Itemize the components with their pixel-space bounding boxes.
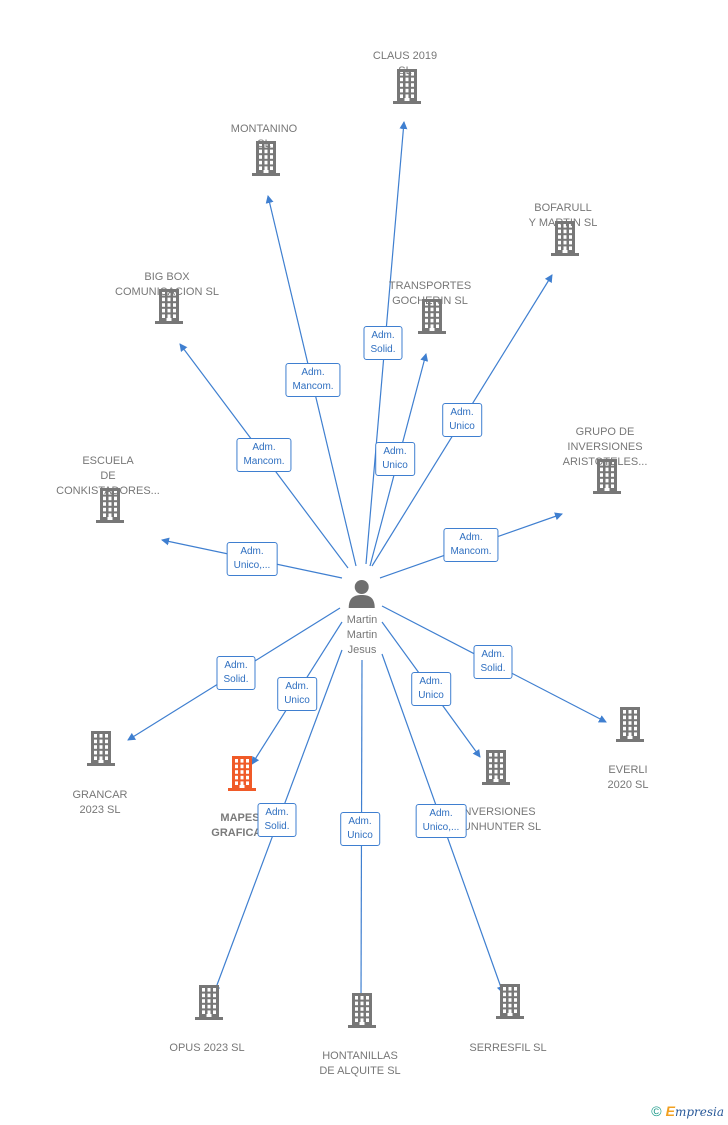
building-icon [87, 731, 115, 766]
company-bigbox-building-icon[interactable] [153, 288, 185, 329]
company-label: GRANCAR 2023 SL [72, 789, 128, 816]
building-icon [616, 707, 644, 742]
company-label: OPUS 2023 SL [169, 1042, 245, 1054]
role-badge-opus[interactable]: Adm. Solid. [257, 803, 297, 837]
building-icon [195, 985, 223, 1020]
building-icon [551, 221, 579, 256]
company-everli-building-icon[interactable] [614, 706, 646, 747]
footer-brand: ©Empresia [651, 1103, 724, 1119]
brand-logo-text: mpresia [674, 1105, 724, 1119]
building-icon [228, 756, 256, 791]
building-icon [96, 488, 124, 523]
company-label: SERRESFIL SL [469, 1042, 547, 1054]
company-montanino-node[interactable]: MONTANINO SL [231, 122, 297, 152]
role-badge-bigbox[interactable]: Adm. Mancom. [236, 438, 292, 472]
role-badge-bofarull[interactable]: Adm. Unico [442, 403, 482, 437]
company-label: INVERSIONES HUNHUNTER SL [454, 806, 542, 833]
building-icon [418, 299, 446, 334]
role-badge-inversiones[interactable]: Adm. Unico [411, 672, 451, 706]
company-grancar-node[interactable]: GRANCAR 2023 SL [72, 788, 127, 818]
building-icon [348, 993, 376, 1028]
role-badge-montanino[interactable]: Adm. Mancom. [285, 363, 341, 397]
company-serresfil-node[interactable]: SERRESFIL SL [469, 1041, 546, 1056]
company-label: MONTANINO SL [230, 123, 298, 150]
brand-logo-letter: E [665, 1103, 675, 1119]
company-inversiones-node[interactable]: INVERSIONES HUNHUNTER SL [455, 805, 541, 835]
role-badge-serresfil[interactable]: Adm. Unico,... [415, 804, 467, 838]
company-label: CLAUS 2019 SL [372, 50, 438, 77]
building-icon [393, 69, 421, 104]
company-hontanillas-building-icon[interactable] [346, 992, 378, 1033]
company-grupo-node[interactable]: GRUPO DE INVERSIONES ARISTOTELES... [563, 425, 648, 470]
role-badge-escuela[interactable]: Adm. Unico,... [226, 542, 278, 576]
building-icon [252, 141, 280, 176]
company-everli-node[interactable]: EVERLI 2020 SL [608, 763, 649, 793]
company-grancar-building-icon[interactable] [85, 730, 117, 771]
company-label: ESCUELA DE CONKISTADORES... [56, 455, 160, 497]
role-badge-everli[interactable]: Adm. Solid. [473, 645, 513, 679]
person-icon [349, 580, 375, 608]
company-bofarull-building-icon[interactable] [549, 220, 581, 261]
company-transportes-building-icon[interactable] [416, 298, 448, 339]
company-label: HONTANILLAS DE ALQUITE SL [319, 1050, 401, 1077]
company-bofarull-node[interactable]: BOFARULL Y MARTIN SL [529, 201, 598, 231]
person-node[interactable]: Martin Martin Jesus [346, 578, 378, 658]
company-label: BOFARULL Y MARTIN SL [528, 202, 598, 229]
copyright-icon: © [651, 1103, 662, 1119]
company-inversiones-building-icon[interactable] [480, 749, 512, 790]
company-mapes-building-icon[interactable] [226, 755, 258, 796]
company-claus-node[interactable]: CLAUS 2019 SL [373, 49, 437, 79]
company-escuela-node[interactable]: ESCUELA DE CONKISTADORES... [56, 454, 160, 499]
company-label: GRUPO DE INVERSIONES ARISTOTELES... [562, 426, 648, 468]
building-icon [496, 984, 524, 1019]
company-mapes-node[interactable]: MAPES GRAFICAS [211, 811, 268, 841]
company-claus-building-icon[interactable] [391, 68, 423, 109]
company-escuela-building-icon[interactable] [94, 487, 126, 528]
company-label: TRANSPORTES GOCHERIN SL [388, 280, 472, 307]
company-montanino-building-icon[interactable] [250, 140, 282, 181]
role-badge-hontanillas[interactable]: Adm. Unico [340, 812, 380, 846]
person-name: Martin Martin Jesus [346, 614, 378, 656]
company-opus-building-icon[interactable] [193, 984, 225, 1025]
role-badge-claus[interactable]: Adm. Solid. [363, 326, 403, 360]
role-badge-mapes[interactable]: Adm. Unico [277, 677, 317, 711]
company-opus-node[interactable]: OPUS 2023 SL [169, 1041, 244, 1056]
role-badge-transportes[interactable]: Adm. Unico [375, 442, 415, 476]
building-icon [593, 459, 621, 494]
building-icon [155, 289, 183, 324]
role-badge-grupo[interactable]: Adm. Mancom. [443, 528, 499, 562]
company-hontanillas-node[interactable]: HONTANILLAS DE ALQUITE SL [319, 1049, 400, 1079]
company-bigbox-node[interactable]: BIG BOX COMUNICACION SL [115, 270, 219, 300]
building-icon [482, 750, 510, 785]
company-transportes-node[interactable]: TRANSPORTES GOCHERIN SL [389, 279, 471, 309]
company-serresfil-building-icon[interactable] [494, 983, 526, 1024]
role-badge-grancar[interactable]: Adm. Solid. [216, 656, 256, 690]
company-label: MAPES GRAFICAS [211, 812, 269, 839]
company-grupo-building-icon[interactable] [591, 458, 623, 499]
company-label: EVERLI 2020 SL [607, 764, 649, 791]
company-label: BIG BOX COMUNICACION SL [115, 271, 219, 298]
